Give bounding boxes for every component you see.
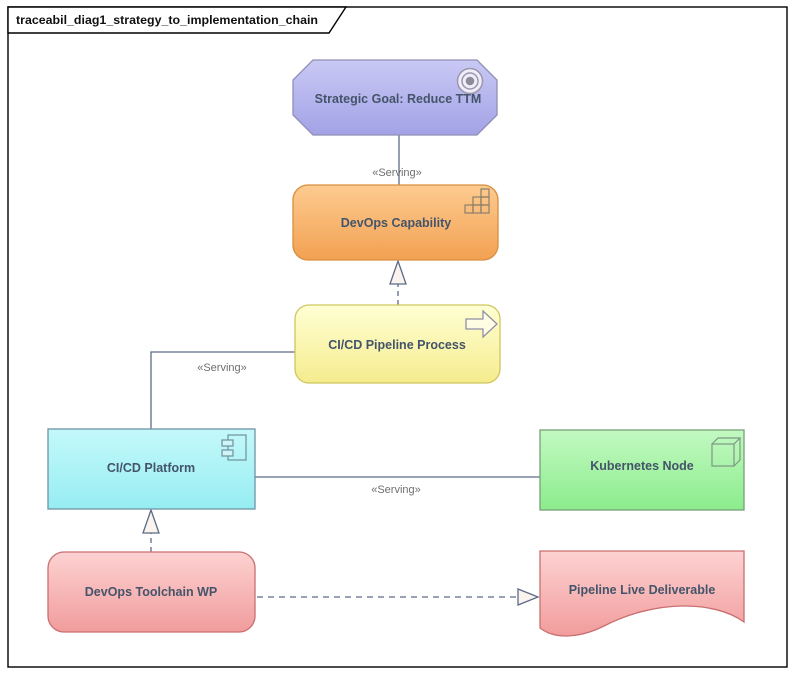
hollow-triangle-arrowhead xyxy=(142,508,160,534)
serving-connector-platform-to-process[interactable]: «Serving» xyxy=(150,351,295,429)
workpackage-label: DevOps Toolchain WP xyxy=(85,585,217,599)
serving-label: «Serving» xyxy=(371,484,421,496)
diagram-title: traceabil_diag1_strategy_to_implementati… xyxy=(16,13,318,27)
kubernetes-shape[interactable] xyxy=(539,429,745,511)
serving-connector-platform-to-kubernetes[interactable]: «Serving» xyxy=(255,476,540,496)
workpackage-node[interactable]: DevOps Toolchain WP xyxy=(47,551,256,633)
capability-grid-icon xyxy=(464,188,490,214)
deliverable-shape[interactable] xyxy=(539,550,745,637)
hollow-triangle-arrowhead xyxy=(517,588,540,606)
serving-connector-capability-to-goal[interactable]: «Serving» xyxy=(372,135,422,185)
diagram-title-tab xyxy=(7,6,348,34)
node-box-icon xyxy=(711,437,742,467)
process-node[interactable]: CI/CD Pipeline Process xyxy=(294,304,501,384)
serving-elbow-line[interactable] xyxy=(150,351,295,429)
goal-shape[interactable] xyxy=(292,59,498,136)
capability-label: DevOps Capability xyxy=(341,216,451,230)
realization-connector-wp-to-platform[interactable] xyxy=(142,508,160,552)
serving-label: «Serving» xyxy=(372,167,422,179)
component-icon xyxy=(221,434,247,461)
goal-node[interactable]: Strategic Goal: Reduce TTM xyxy=(292,59,498,136)
goal-label: Strategic Goal: Reduce TTM xyxy=(315,92,482,106)
platform-node[interactable]: CI/CD Platform xyxy=(47,428,256,510)
process-shape[interactable] xyxy=(294,304,501,384)
target-icon xyxy=(456,67,484,95)
realization-connector-wp-to-deliverable[interactable] xyxy=(257,588,540,606)
platform-label: CI/CD Platform xyxy=(107,461,195,475)
process-arrow-icon xyxy=(465,309,498,339)
deliverable-node[interactable]: Pipeline Live Deliverable xyxy=(539,550,745,637)
hollow-triangle-arrowhead xyxy=(389,259,407,285)
platform-shape[interactable] xyxy=(47,428,256,510)
serving-label: «Serving» xyxy=(197,362,247,374)
capability-shape[interactable] xyxy=(292,184,499,261)
kubernetes-node[interactable]: Kubernetes Node xyxy=(539,429,745,511)
kubernetes-label: Kubernetes Node xyxy=(590,459,694,473)
diagram-frame xyxy=(7,6,788,668)
realization-connector-process-to-capability[interactable] xyxy=(389,259,407,305)
process-label: CI/CD Pipeline Process xyxy=(328,338,466,352)
capability-node[interactable]: DevOps Capability xyxy=(292,184,499,261)
workpackage-shape[interactable] xyxy=(47,551,256,633)
deliverable-label: Pipeline Live Deliverable xyxy=(569,583,716,597)
